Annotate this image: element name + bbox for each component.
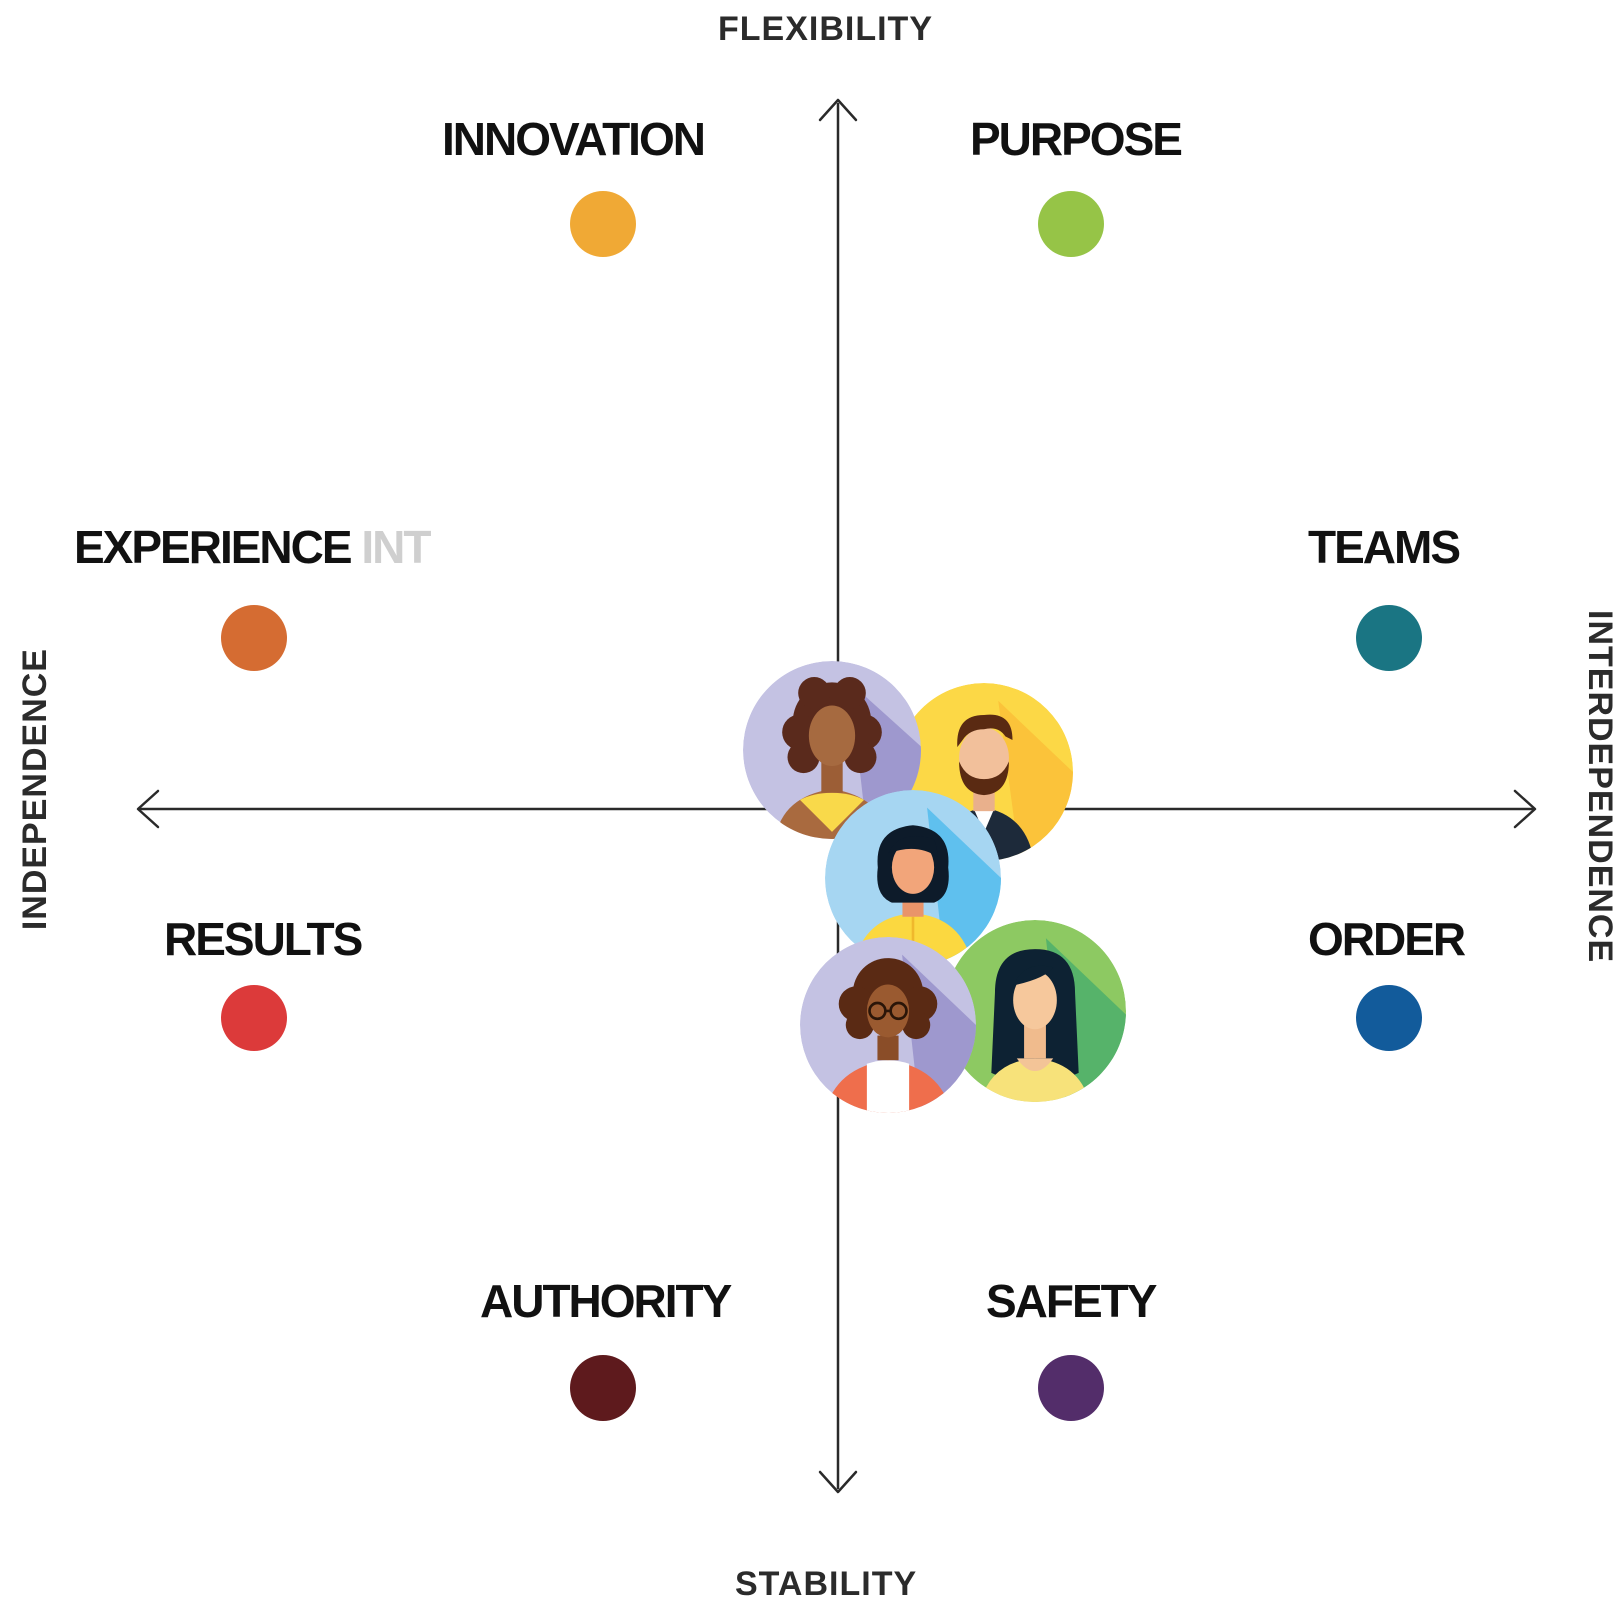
label-experience: EXPERIENCE INT: [74, 520, 431, 574]
avatar-glasses-woman: [800, 937, 976, 1113]
arrow-left: [136, 789, 160, 829]
axis-label-right: INTERDEPENDENCE: [1581, 610, 1613, 964]
dot-innovation: [570, 191, 636, 257]
label-purpose: PURPOSE: [970, 113, 1183, 165]
dot-purpose: [1038, 191, 1104, 257]
label-results: RESULTS: [164, 913, 363, 965]
dot-experience: [221, 605, 287, 671]
label-innovation: INNOVATION: [442, 113, 706, 165]
label-authority: AUTHORITY: [480, 1275, 732, 1327]
avatar-long-hair-woman: [944, 920, 1126, 1102]
label-safety: SAFETY: [986, 1275, 1157, 1327]
dot-authority: [570, 1355, 636, 1421]
axis-label-bottom: STABILITY: [735, 1565, 918, 1603]
label-teams: TEAMS: [1308, 521, 1461, 573]
axis-label-left: INDEPENDENCE: [16, 648, 54, 931]
dot-teams: [1356, 605, 1422, 671]
label-experience-ghost: INT: [361, 521, 431, 573]
label-experience-text: EXPERIENCE: [74, 521, 353, 573]
dot-order: [1356, 985, 1422, 1051]
avatar-bob-hair-woman: [825, 790, 1001, 966]
label-order: ORDER: [1308, 913, 1466, 965]
dot-safety: [1038, 1355, 1104, 1421]
arrow-down: [818, 1470, 858, 1494]
dot-results: [221, 985, 287, 1051]
arrow-up: [818, 98, 858, 122]
axis-label-top: FLEXIBILITY: [718, 10, 933, 48]
arrow-right: [1513, 789, 1537, 829]
